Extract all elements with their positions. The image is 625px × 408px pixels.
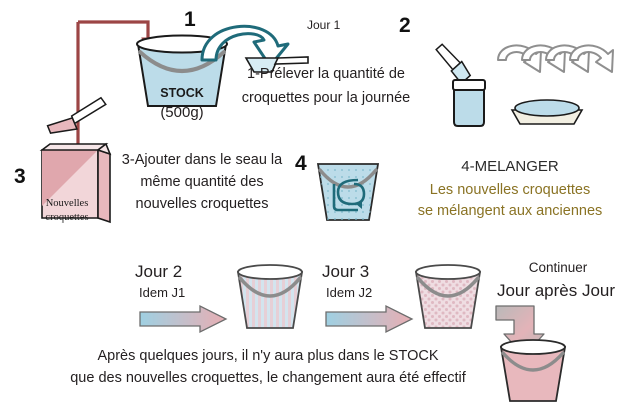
tilted-scoop-icon (420, 26, 480, 86)
day-2-bucket (228, 262, 312, 340)
step-1-number: 1 (184, 8, 196, 31)
conclusion-line1: Après quelques jours, il n'y aura plus d… (97, 348, 439, 364)
day-3-arrow-icon (324, 304, 416, 334)
day-3-bucket (406, 262, 490, 340)
stock-bucket-label: STOCK (160, 86, 204, 100)
bag-scoop-icon (40, 96, 116, 146)
day-1-label: Jour 1 (307, 18, 341, 32)
measuring-scoop-icon (244, 54, 314, 80)
step-4-number: 4 (295, 152, 307, 175)
day-3-title: Jour 3 (322, 262, 370, 281)
bag-label-line2: croquettes (45, 212, 89, 223)
step-4-heading: 4-MELANGER (461, 158, 559, 175)
step-4-text-line2: se mélangent aux anciennes (417, 203, 603, 219)
step-1-text-line1: 1-Prélever la quantité de (247, 66, 405, 82)
final-bucket (490, 337, 576, 408)
step-3-text-line3: nouvelles croquettes (135, 196, 269, 212)
step-4-text-line1: Les nouvelles croquettes (429, 182, 591, 198)
step-3-number: 3 (14, 165, 26, 188)
continue-label-line1: Continuer (528, 260, 588, 275)
pet-bowl-icon (508, 96, 586, 128)
conclusion-line2: que des nouvelles croquettes, le changem… (70, 370, 466, 386)
step-2-number: 2 (399, 14, 411, 37)
new-croquettes-bag (36, 140, 116, 224)
bag-label-line1: Nouvelles (45, 198, 89, 209)
croquette-jar-icon (448, 78, 490, 130)
pour-arrows-icon (494, 38, 620, 106)
step-1-text-line2: croquettes pour la journée (241, 90, 411, 106)
day-2-title: Jour 2 (135, 262, 183, 281)
mixing-bucket (312, 154, 384, 228)
stock-bucket-weight: (500g) (160, 104, 204, 121)
continue-label-line2: Jour après Jour (496, 281, 616, 300)
day-2-arrow-icon (138, 304, 230, 334)
scoop-arrow-icon (196, 14, 306, 70)
day-2-subtitle: Idem J1 (139, 285, 186, 300)
day-3-subtitle: Idem J2 (326, 285, 373, 300)
step-3-text-line1: 3-Ajouter dans le seau la (121, 152, 283, 168)
step-3-text-line2: même quantité des (140, 174, 264, 190)
